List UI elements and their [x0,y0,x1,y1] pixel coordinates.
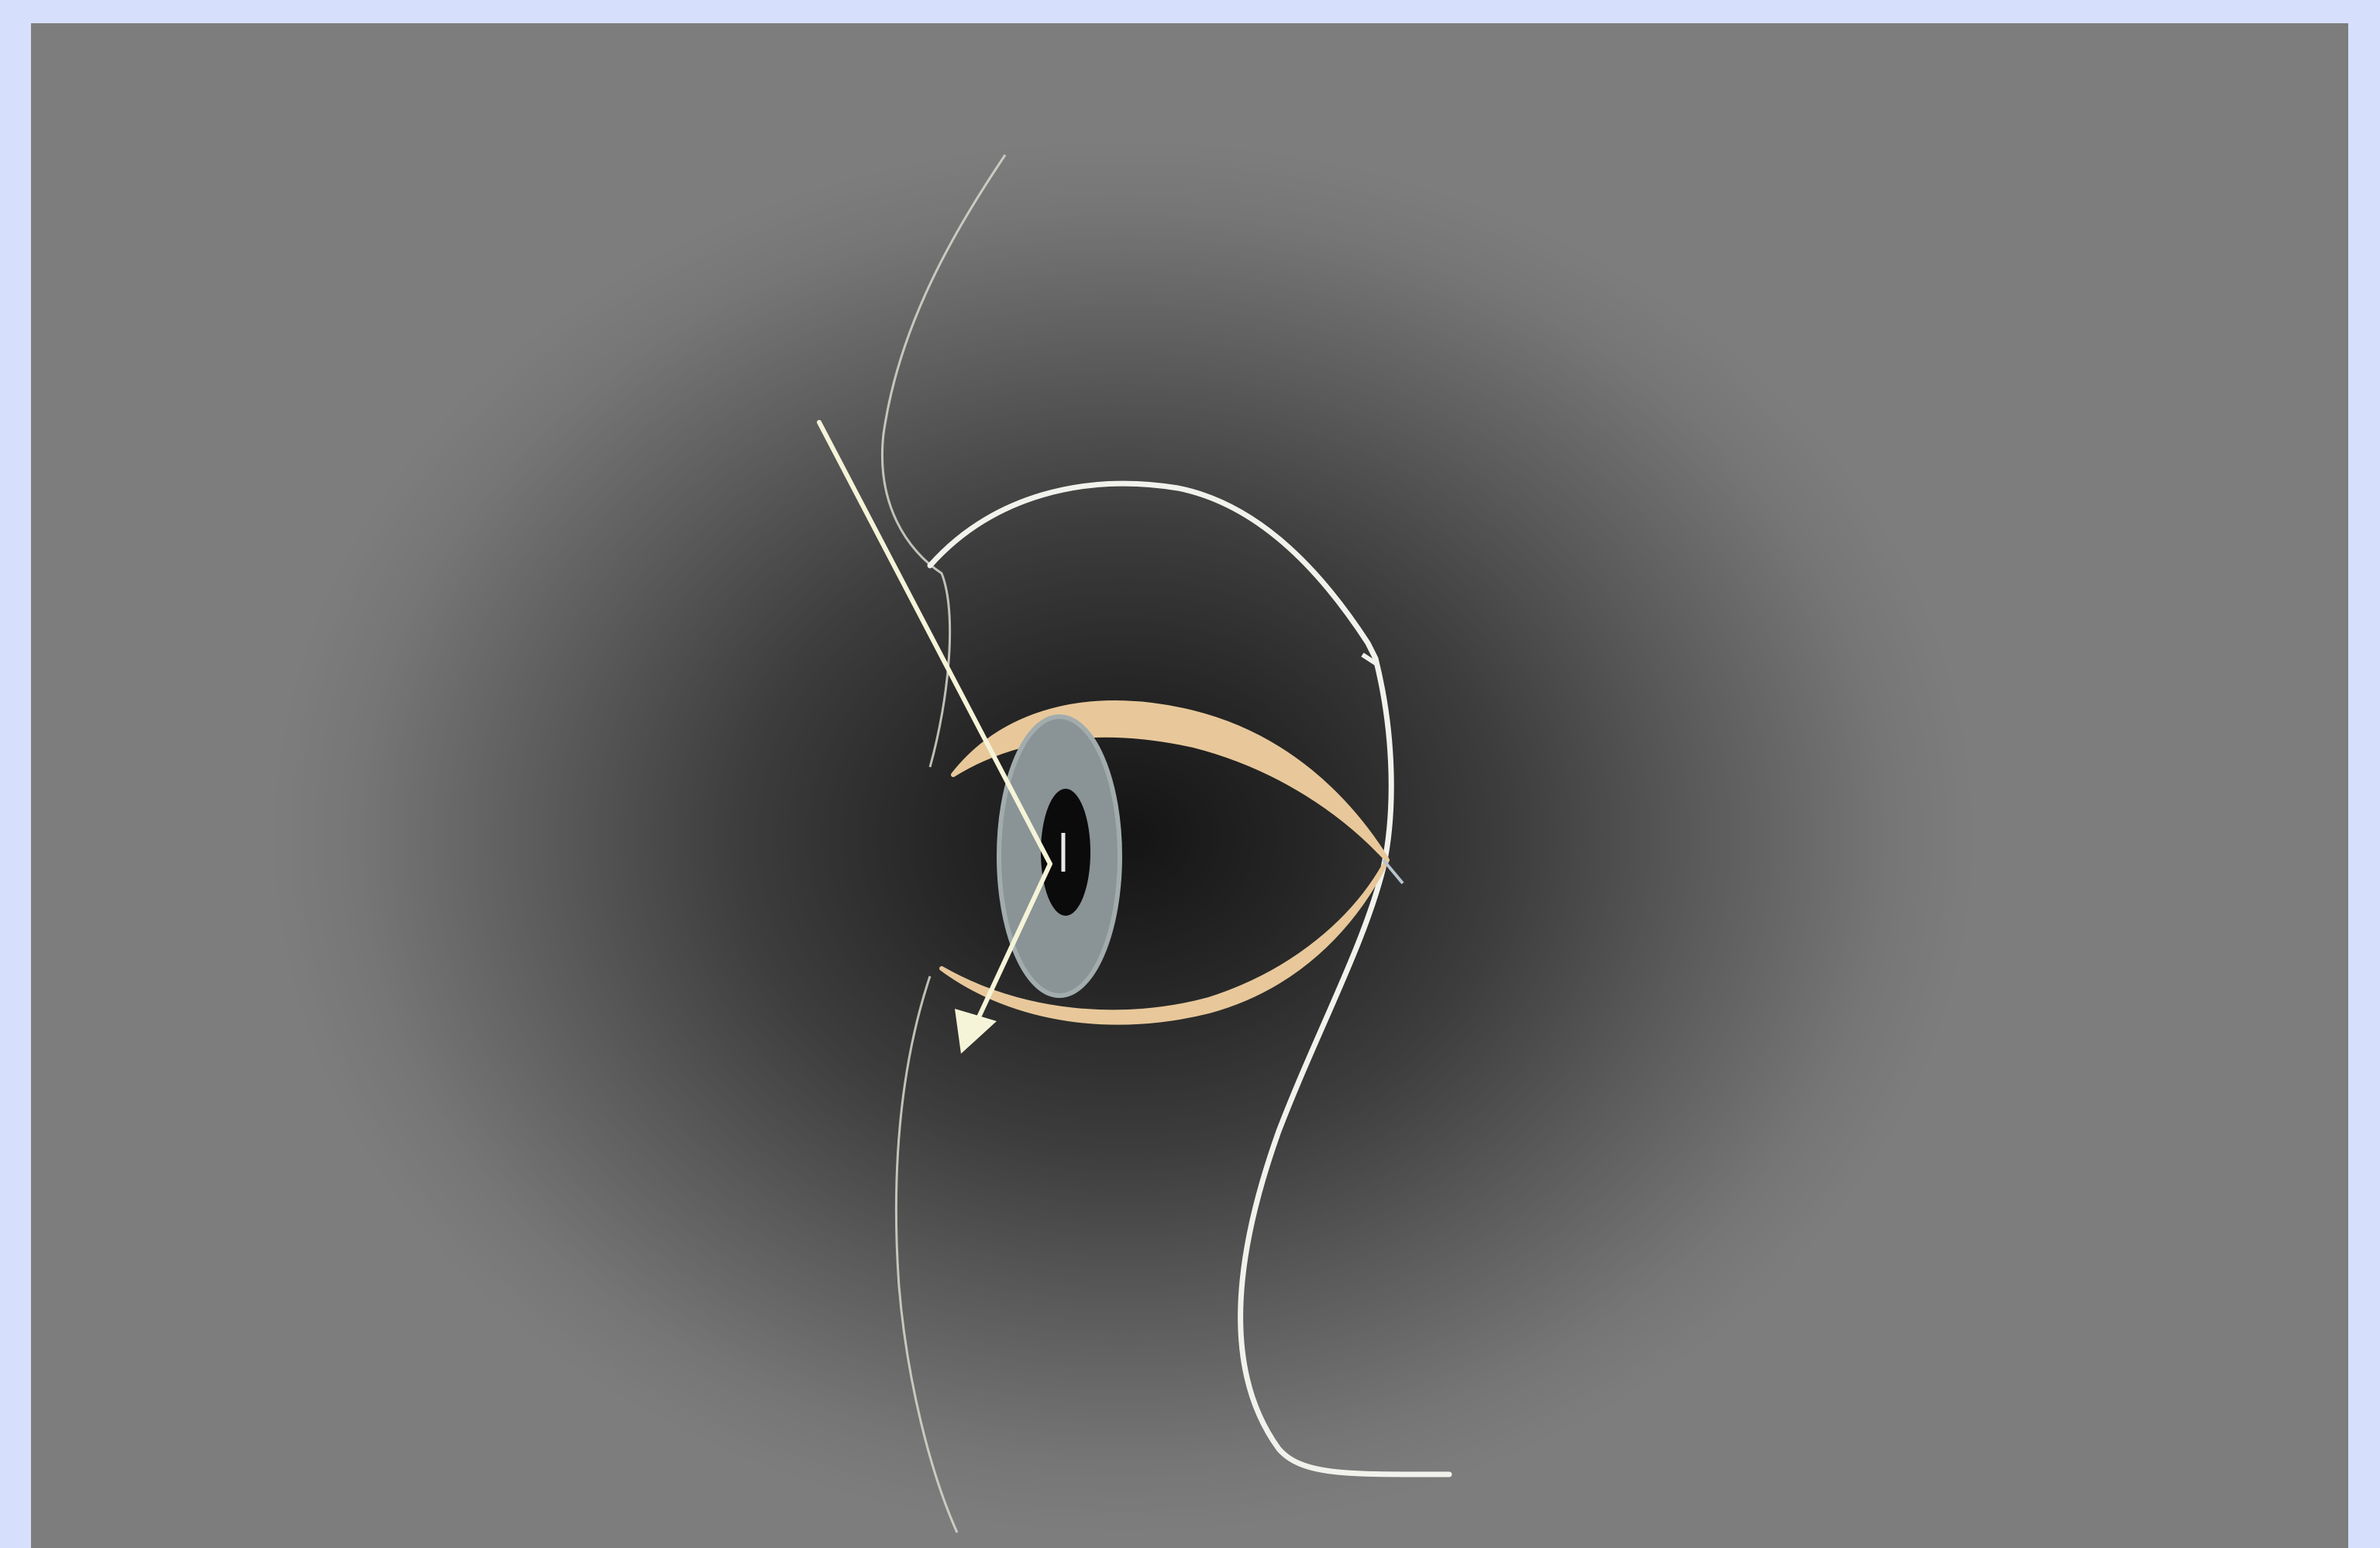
face-profile-line [930,483,1449,1474]
pupil [1041,789,1090,916]
cheek-contour-line [896,976,957,1533]
forehead-contour-line [882,155,1005,767]
incoming-light-ray [819,422,1050,864]
eye-canthus-line [1383,860,1403,883]
arrowhead-icon [955,1009,997,1054]
